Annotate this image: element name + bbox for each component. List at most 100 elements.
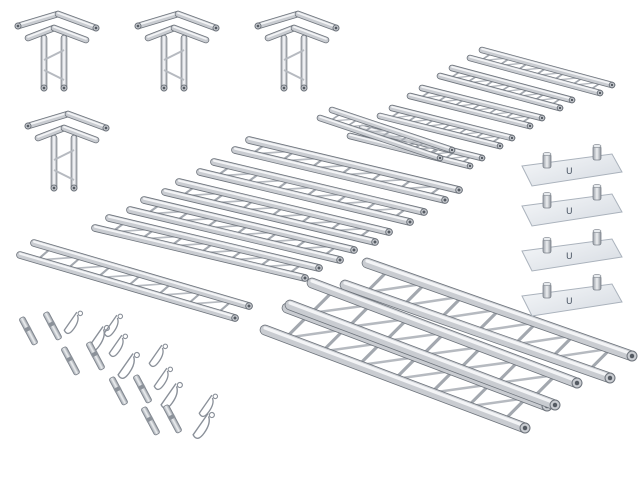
tube-bore bbox=[94, 26, 98, 30]
corner-arm bbox=[24, 110, 72, 130]
plate-body bbox=[521, 283, 623, 317]
corner-brace bbox=[283, 69, 305, 81]
tube-bore bbox=[480, 156, 484, 160]
truss-segment-short bbox=[316, 106, 456, 162]
conical-pin bbox=[163, 404, 182, 434]
tube-bore bbox=[528, 124, 532, 128]
tube-bore bbox=[498, 144, 502, 148]
truss-segment-medium bbox=[16, 239, 253, 322]
tube-bore bbox=[352, 248, 356, 252]
clip-loop bbox=[117, 313, 124, 320]
r-clip bbox=[198, 393, 219, 418]
corner-arm bbox=[170, 24, 210, 44]
truss-back-chord bbox=[175, 178, 393, 236]
clip-loop bbox=[212, 393, 219, 400]
truss-segment-long bbox=[339, 257, 638, 384]
corner-connector bbox=[14, 10, 100, 92]
pin-collar bbox=[167, 413, 176, 421]
truss-front-chord bbox=[259, 324, 531, 434]
clip-loop bbox=[167, 366, 174, 373]
spigot-top bbox=[542, 282, 552, 286]
corner-arm bbox=[290, 24, 330, 44]
tube-bore bbox=[338, 258, 342, 262]
truss-segment-short bbox=[376, 104, 516, 150]
plate-body bbox=[521, 193, 623, 227]
tube-bore bbox=[510, 136, 514, 140]
truss-segment-medium bbox=[91, 214, 323, 282]
tube-bore bbox=[182, 86, 186, 90]
tube-bore bbox=[422, 210, 426, 214]
clip-wire bbox=[103, 314, 119, 338]
plate-logo: U bbox=[566, 252, 573, 262]
spigot-top bbox=[542, 192, 552, 196]
clip-wire bbox=[108, 334, 124, 358]
truss-segment-short bbox=[466, 46, 616, 97]
tube-bore bbox=[256, 24, 260, 28]
tube-bore bbox=[42, 86, 46, 90]
tube-bore bbox=[302, 86, 306, 90]
corner-arm bbox=[34, 124, 68, 142]
corner-brace bbox=[163, 49, 185, 61]
truss-segment-medium bbox=[161, 178, 393, 246]
tube-bore bbox=[62, 86, 66, 90]
tube-bore bbox=[457, 188, 461, 192]
conical-pin bbox=[86, 341, 105, 371]
truss-back-chord bbox=[328, 106, 456, 154]
corner-brace bbox=[163, 69, 185, 81]
tube-bore bbox=[438, 156, 442, 160]
tube-bore bbox=[136, 24, 140, 28]
truss-segment-medium bbox=[126, 196, 358, 264]
conical-pin bbox=[43, 311, 62, 341]
truss-back-chord bbox=[105, 214, 323, 272]
clip-wire bbox=[63, 311, 79, 335]
tube-bore bbox=[387, 230, 391, 234]
r-clip bbox=[192, 411, 215, 439]
pin-collar bbox=[145, 415, 154, 423]
tube-bore bbox=[334, 26, 338, 30]
tube-bore bbox=[607, 375, 613, 381]
corner-arm bbox=[294, 10, 340, 32]
tube-bore bbox=[26, 124, 30, 128]
plate-spigot bbox=[592, 230, 602, 246]
truss-front-chord bbox=[91, 224, 309, 282]
tube-bore bbox=[52, 186, 56, 190]
truss-back-chord bbox=[30, 239, 253, 310]
r-clip bbox=[148, 343, 169, 368]
truss-back-chord bbox=[210, 158, 428, 216]
tube-bore bbox=[468, 164, 472, 168]
r-clip bbox=[153, 366, 174, 391]
clip-loop bbox=[77, 310, 84, 317]
clip-wire bbox=[117, 353, 135, 379]
corner-brace bbox=[43, 49, 65, 61]
truss-front-chord bbox=[231, 146, 449, 204]
r-clip bbox=[160, 381, 183, 409]
plate-body bbox=[521, 238, 623, 272]
conical-pin bbox=[19, 316, 38, 346]
truss-back-chord bbox=[388, 104, 516, 142]
tube-bore bbox=[72, 186, 76, 190]
tube-bore bbox=[540, 116, 544, 120]
spigot-top bbox=[592, 229, 602, 233]
pin-collar bbox=[137, 383, 146, 391]
tube-bore bbox=[552, 402, 558, 408]
spigot-top bbox=[592, 144, 602, 148]
truss-front-chord bbox=[466, 54, 604, 97]
tube-bore bbox=[574, 380, 580, 386]
corner-arm bbox=[14, 10, 62, 30]
r-clip bbox=[117, 351, 140, 379]
truss-back-chord bbox=[140, 196, 358, 254]
tube-bore bbox=[408, 220, 412, 224]
corner-brace bbox=[53, 149, 75, 161]
truss-front-chord bbox=[161, 188, 379, 246]
clip-wire bbox=[148, 344, 164, 368]
corner-connector bbox=[24, 110, 110, 192]
truss-front-chord bbox=[196, 168, 414, 226]
pin-collar bbox=[23, 325, 32, 333]
conical-pin bbox=[109, 376, 128, 406]
tube-bore bbox=[104, 126, 108, 130]
truss-front-chord bbox=[339, 279, 616, 384]
corner-connector bbox=[254, 10, 340, 92]
plate-logo: U bbox=[566, 297, 573, 307]
corner-arm bbox=[60, 124, 100, 144]
corner-arm bbox=[24, 24, 58, 42]
